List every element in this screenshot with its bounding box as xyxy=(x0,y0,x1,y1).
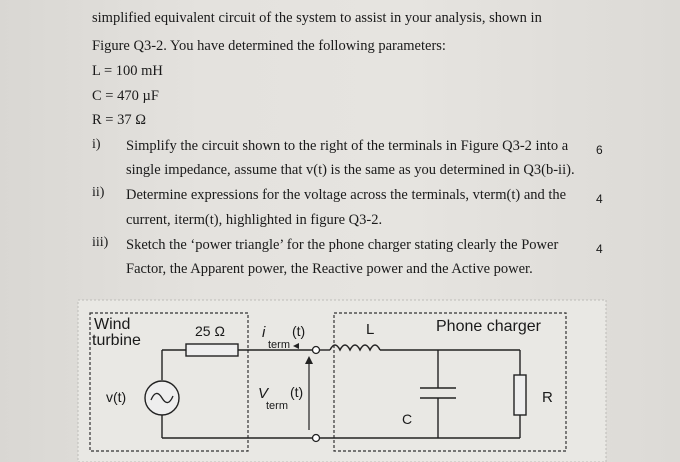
phone-charger-box xyxy=(333,312,567,452)
voltage-v: V xyxy=(258,385,270,402)
inductor-label: L xyxy=(366,321,374,338)
bottom-terminal xyxy=(311,433,321,443)
current-arrow xyxy=(293,343,299,349)
paragraph-line: Figure Q3-2. You have determined the fol… xyxy=(92,38,446,54)
voltage-sub: term xyxy=(266,400,288,412)
current-t: (t) xyxy=(292,323,305,339)
sine-wave-icon xyxy=(150,392,174,404)
question-text: Factor, the Apparent power, the Reactive… xyxy=(126,261,533,277)
voltage-arrow xyxy=(305,356,313,364)
resistor-25 xyxy=(185,343,239,357)
question-text: Determine expressions for the voltage ac… xyxy=(126,187,567,203)
question-number: ii) xyxy=(92,185,105,200)
question-marks: 6 xyxy=(596,143,603,157)
voltage-t: (t) xyxy=(290,384,303,400)
question-marks: 4 xyxy=(596,192,603,206)
turbine-label: turbine xyxy=(92,332,141,349)
question-number: iii) xyxy=(92,235,109,250)
source-label: v(t) xyxy=(106,389,126,405)
wind-turbine-box xyxy=(89,312,249,452)
question-text: Sketch the ‘power triangle’ for the phon… xyxy=(126,237,559,253)
question-text: single impedance, assume that v(t) is th… xyxy=(126,162,575,178)
wind-label: Wind xyxy=(94,316,130,333)
question-number: i) xyxy=(92,137,101,152)
parameter-l: L = 100 mH xyxy=(92,63,163,79)
question-text: current, iterm(t), highlighted in figure… xyxy=(126,212,383,228)
parameter-c: C = 470 µF xyxy=(92,88,159,104)
resistor-label: 25 Ω xyxy=(195,323,225,339)
inductor xyxy=(329,344,381,352)
question-marks: 4 xyxy=(596,242,603,256)
question-text: Simplify the circuit shown to the right … xyxy=(126,138,569,154)
capacitor-label: C xyxy=(402,411,412,427)
load-label: R xyxy=(542,389,553,406)
charger-label: Phone charger xyxy=(436,318,542,335)
top-terminal xyxy=(311,345,321,355)
current-sub: term xyxy=(268,339,290,351)
paragraph-line: simplified equivalent circuit of the sys… xyxy=(92,10,542,26)
load-resistor xyxy=(513,374,527,416)
parameter-r: R = 37 Ω xyxy=(92,112,146,128)
current-i: i xyxy=(262,324,266,341)
